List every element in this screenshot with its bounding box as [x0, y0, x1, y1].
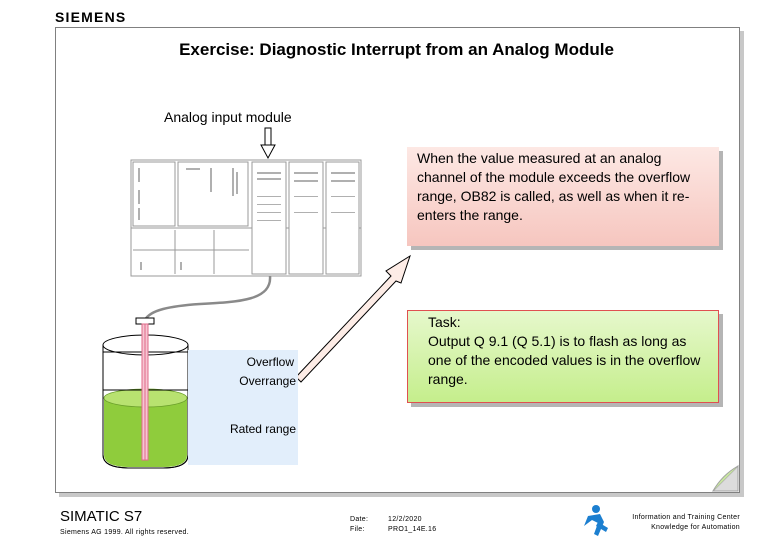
task-callout: Task: Output Q 9.1 (Q 5.1) is to flash a… [407, 310, 719, 403]
date-label: Date: [350, 516, 369, 523]
down-arrow-icon [260, 127, 276, 160]
product-name: SIMATIC S7 [60, 508, 143, 525]
plc-rack [130, 159, 362, 277]
slide-title: Exercise: Diagnostic Interrupt from an A… [179, 40, 614, 59]
date-value: 12/2/2020 [388, 516, 422, 523]
siemens-logo: SIEMENS [55, 9, 127, 25]
rated-range-label: Rated range [229, 422, 296, 436]
center-line1: Information and Training Center [632, 514, 740, 521]
task-text: Output Q 9.1 (Q 5.1) is to flash as long… [428, 333, 701, 387]
task-heading: Task: [428, 314, 461, 330]
file-label: File: [350, 526, 365, 533]
rated-range-box [188, 350, 298, 465]
sensor-cable [143, 275, 272, 321]
overflow-label: Overflow [246, 355, 294, 369]
module-label: Analog input module [164, 109, 292, 125]
center-line2: Knowledge for Automation [651, 524, 740, 531]
overrange-label: Overrange [239, 374, 296, 388]
info-callout-text: When the value measured at an analog cha… [417, 150, 691, 223]
plc-details [138, 168, 355, 270]
sensor-probe [135, 317, 155, 461]
runner-logo-icon [584, 505, 608, 536]
file-value: PRO1_14E.16 [388, 526, 437, 533]
info-callout: When the value measured at an analog cha… [407, 147, 719, 246]
diagonal-arrow-icon [295, 254, 411, 383]
copyright: Siemens AG 1999. All rights reserved. [60, 529, 189, 536]
